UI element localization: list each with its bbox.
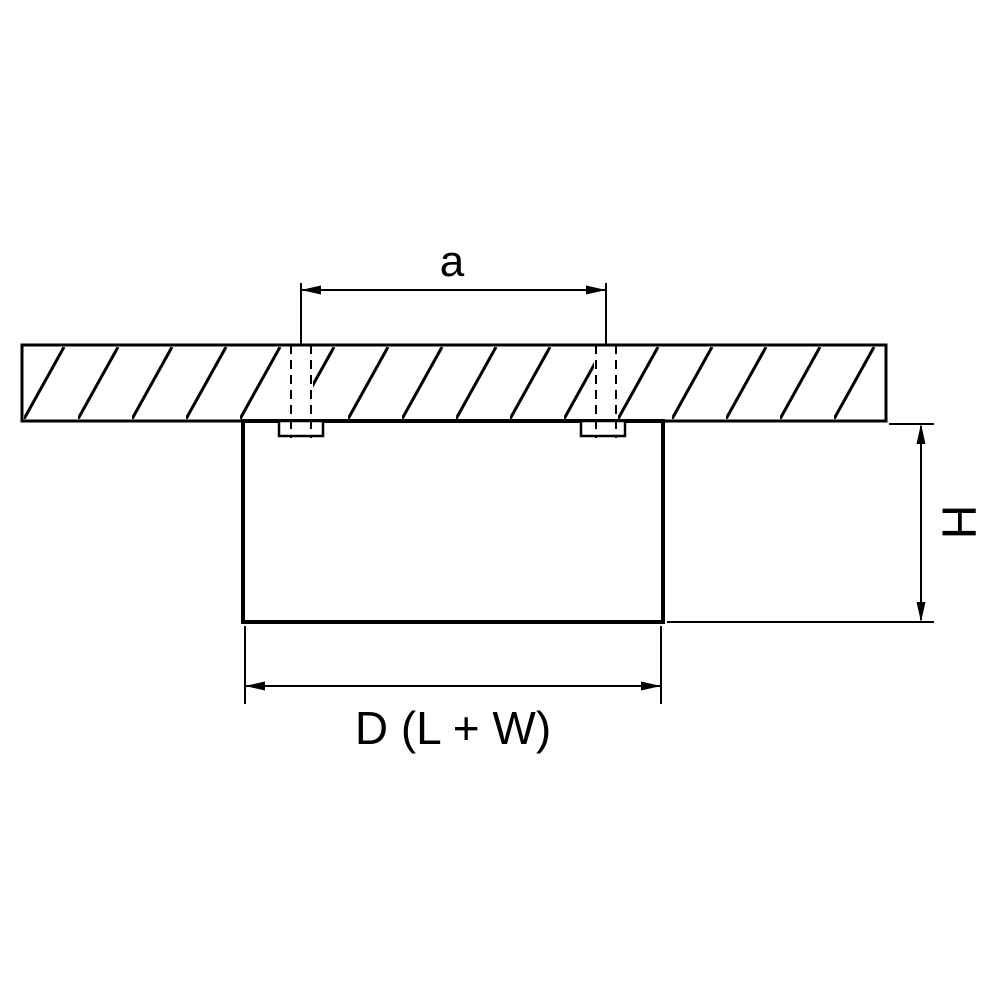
dimension-d-label: D (L + W): [355, 702, 551, 754]
mounting-hole-axes: [290, 345, 617, 438]
dimension-d: D (L + W): [244, 626, 662, 754]
dimension-d-arrow-right: [641, 681, 661, 691]
dimension-a-arrow-left: [301, 285, 321, 295]
dimension-d-arrow-left: [245, 681, 265, 691]
ceiling-section: [20, 343, 888, 423]
dimension-h-label: H: [932, 505, 985, 540]
dimension-h-arrow-down: [916, 602, 926, 622]
mounting-hole-right: [594, 347, 618, 419]
dimension-a-arrow-right: [586, 285, 606, 295]
fixture-body-group: [241, 419, 665, 624]
mounting-clip-right: [579, 419, 627, 438]
mounting-clip-left: [277, 419, 325, 438]
dimension-h: H: [667, 423, 985, 623]
dimension-a-label: a: [440, 237, 465, 286]
ceiling-hatch: [24, 347, 884, 419]
fixture-body: [241, 419, 665, 624]
mounting-hole-left: [289, 347, 313, 419]
dimension-h-arrow-up: [916, 424, 926, 444]
dimension-a: a: [300, 237, 607, 344]
